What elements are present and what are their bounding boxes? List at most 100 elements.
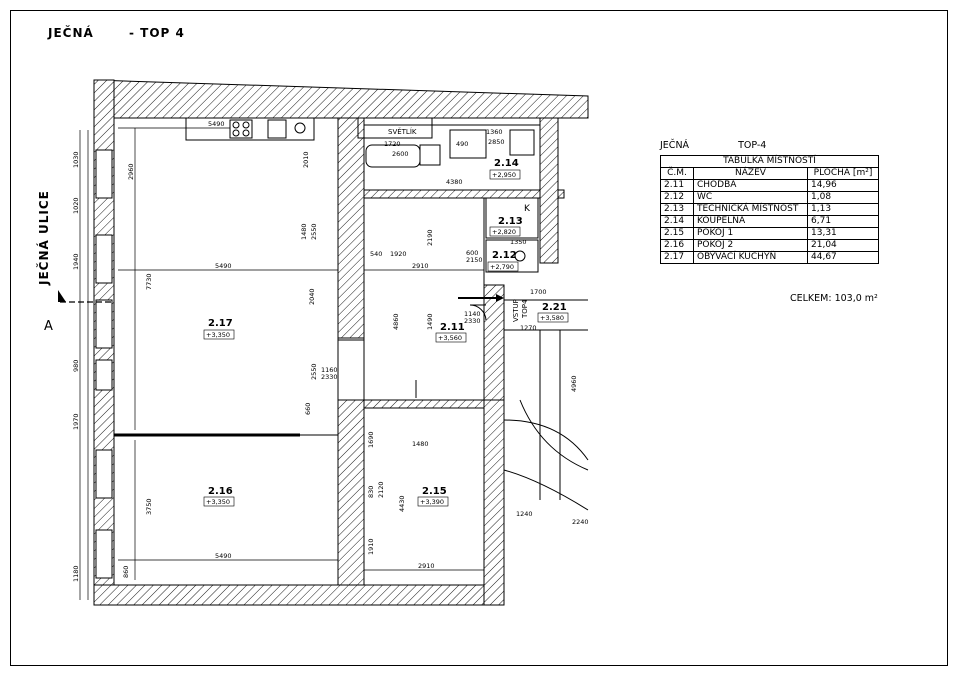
svg-text:1690: 1690 bbox=[367, 431, 375, 448]
svg-text:2240: 2240 bbox=[572, 518, 589, 526]
room-area-cell: 44,67 bbox=[807, 251, 879, 264]
svg-text:2330: 2330 bbox=[321, 373, 338, 381]
svg-text:5490: 5490 bbox=[215, 552, 232, 560]
svg-text:830: 830 bbox=[367, 486, 375, 498]
svg-text:540: 540 bbox=[370, 250, 382, 258]
svg-text:1480: 1480 bbox=[412, 440, 429, 448]
room-level: +3,580 bbox=[540, 314, 564, 322]
svg-text:490: 490 bbox=[456, 140, 468, 148]
room-level: +2,820 bbox=[492, 228, 516, 236]
dimension-labels: 5490 5490 5490 7730 2960 3750 2910 2910 … bbox=[72, 120, 589, 582]
svg-text:5490: 5490 bbox=[215, 262, 232, 270]
svg-text:1480: 1480 bbox=[300, 223, 308, 240]
svg-text:1360: 1360 bbox=[486, 128, 503, 136]
room-number-cell: 2.16 bbox=[660, 239, 694, 252]
total-area: CELKEM: 103,0 m² bbox=[790, 293, 878, 304]
skylight-label: SVĚTLÍK bbox=[388, 127, 417, 136]
room-level: +2,790 bbox=[490, 263, 514, 271]
svg-text:1180: 1180 bbox=[72, 565, 80, 582]
svg-text:980: 980 bbox=[72, 360, 80, 372]
room-level: +3,350 bbox=[206, 498, 230, 506]
page-title: JEČNÁ - TOP 4 bbox=[48, 26, 185, 40]
bottom-wall bbox=[93, 584, 505, 606]
room-number-cell: 2.12 bbox=[660, 191, 694, 204]
room-name-cell: OBÝVACÍ KUCHYŇ bbox=[693, 251, 808, 264]
room-name-cell: POKOJ 1 bbox=[693, 227, 808, 240]
svg-text:4430: 4430 bbox=[398, 495, 406, 512]
svg-text:2010: 2010 bbox=[302, 151, 310, 168]
room-area-cell: 21,04 bbox=[807, 239, 879, 252]
schedule-heading: JEČNÁ TOP-4 bbox=[660, 140, 879, 151]
section-marker: A bbox=[44, 319, 53, 334]
svg-text:2550: 2550 bbox=[310, 363, 318, 380]
room-area-cell: 13,31 bbox=[807, 227, 879, 240]
page-title-unit: - TOP 4 bbox=[129, 26, 185, 40]
room-number: 2.21 bbox=[542, 302, 567, 313]
room-number-cell: 2.17 bbox=[660, 251, 694, 264]
col-name: NÁZEV bbox=[693, 167, 808, 180]
staircase bbox=[503, 299, 589, 511]
svg-text:2910: 2910 bbox=[412, 262, 429, 270]
room-name-cell: CHODBA bbox=[693, 179, 808, 192]
room-level: +3,560 bbox=[438, 334, 462, 342]
svg-text:2040: 2040 bbox=[308, 288, 316, 305]
col-number: Č.M. bbox=[660, 167, 694, 180]
col-area: PLOCHA [m²] bbox=[807, 167, 879, 180]
room-number: 2.13 bbox=[498, 216, 523, 227]
room-area-cell: 1,13 bbox=[807, 203, 879, 216]
svg-text:2960: 2960 bbox=[127, 163, 135, 180]
svg-text:1720: 1720 bbox=[384, 140, 401, 148]
room-number: 2.14 bbox=[494, 158, 519, 169]
svg-text:1270: 1270 bbox=[520, 324, 537, 332]
room-number-cell: 2.11 bbox=[660, 179, 694, 192]
drawing-frame bbox=[10, 10, 948, 666]
svg-text:4380: 4380 bbox=[446, 178, 463, 186]
room-number: 2.15 bbox=[422, 486, 447, 497]
svg-text:2120: 2120 bbox=[377, 481, 385, 498]
svg-text:1920: 1920 bbox=[390, 250, 407, 258]
room-number: 2.17 bbox=[208, 318, 233, 329]
room-number-cell: 2.15 bbox=[660, 227, 694, 240]
bathroom-fixtures bbox=[357, 117, 535, 168]
svg-text:2850: 2850 bbox=[488, 138, 505, 146]
svg-text:1940: 1940 bbox=[72, 253, 80, 270]
room-schedule: JEČNÁ TOP-4 TABULKA MÍSTNOSTÍ Č.M. NÁZEV… bbox=[660, 140, 879, 264]
outer-wall bbox=[93, 79, 589, 119]
room-number: 2.12 bbox=[492, 250, 517, 261]
room-2-21: 2.21 +3,580 bbox=[537, 302, 569, 323]
facade-windows bbox=[95, 149, 113, 579]
page-title-building: JEČNÁ bbox=[48, 26, 94, 40]
svg-text:660: 660 bbox=[304, 403, 312, 415]
svg-text:2190: 2190 bbox=[426, 229, 434, 246]
svg-text:2150: 2150 bbox=[466, 256, 483, 264]
table-caption: TABULKA MÍSTNOSTÍ bbox=[660, 155, 879, 168]
room-level: +3,350 bbox=[206, 331, 230, 339]
room-2-11: 2.11 +3,560 bbox=[435, 322, 467, 343]
svg-text:600: 600 bbox=[466, 249, 478, 257]
street-label: JEČNÁ ULICE bbox=[36, 190, 51, 286]
svg-text:1970: 1970 bbox=[72, 413, 80, 430]
room-level: +2,950 bbox=[492, 171, 516, 179]
svg-text:1030: 1030 bbox=[72, 151, 80, 168]
schedule-unit: TOP-4 bbox=[738, 140, 767, 151]
svg-text:2600: 2600 bbox=[392, 150, 409, 158]
boiler-label: K bbox=[524, 204, 531, 214]
room-number-cell: 2.14 bbox=[660, 215, 694, 228]
schedule-building: JEČNÁ bbox=[660, 140, 690, 151]
room-area-cell: 6,71 bbox=[807, 215, 879, 228]
room-number-cell: 2.13 bbox=[660, 203, 694, 216]
svg-text:2910: 2910 bbox=[418, 562, 435, 570]
room-name-cell: POKOJ 2 bbox=[693, 239, 808, 252]
room-2-15: 2.15 +3,390 bbox=[417, 486, 449, 507]
room-area-cell: 1,08 bbox=[807, 191, 879, 204]
svg-text:4860: 4860 bbox=[392, 313, 400, 330]
svg-text:860: 860 bbox=[122, 566, 130, 578]
svg-text:2550: 2550 bbox=[310, 223, 318, 240]
svg-text:1140: 1140 bbox=[464, 310, 481, 318]
